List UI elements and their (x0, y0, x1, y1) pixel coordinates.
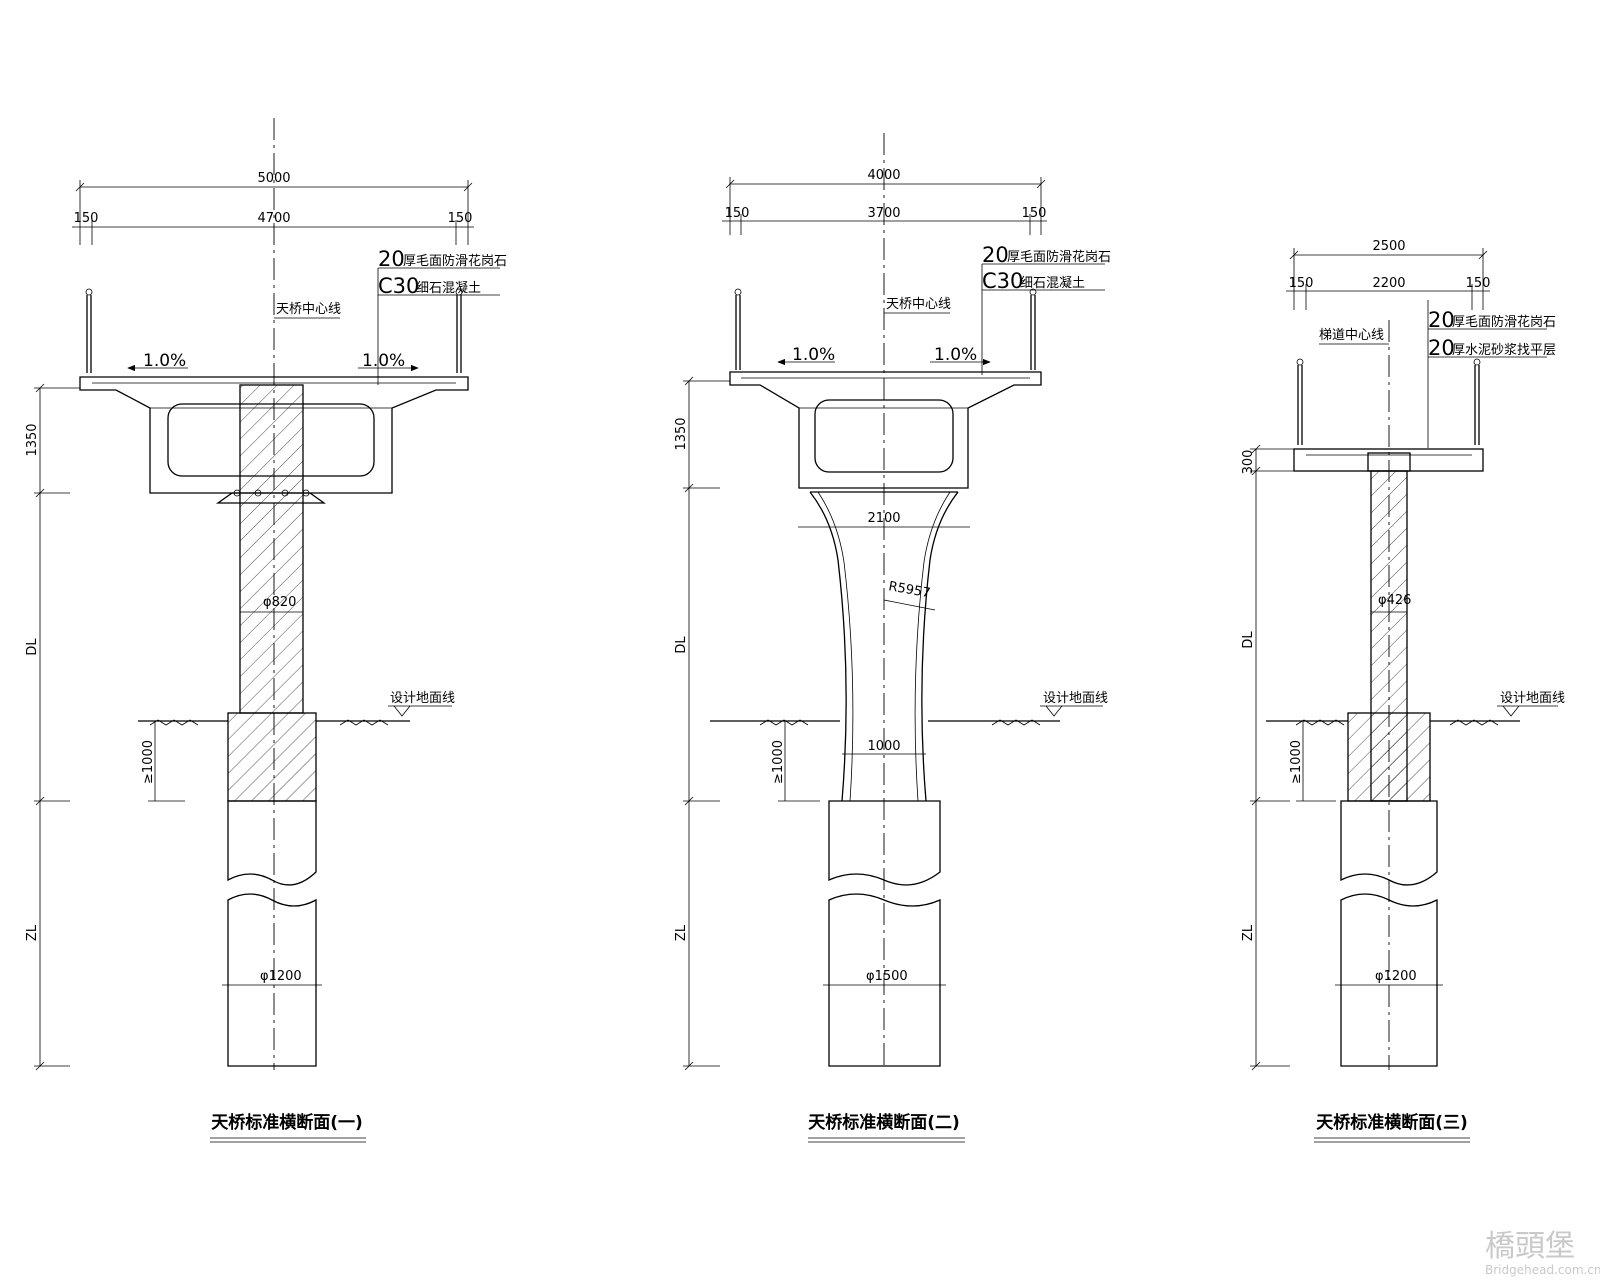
dim-left-1: 150 (74, 211, 99, 226)
ground-line-2: 设计地面线 (710, 691, 1108, 726)
ground-line-1: 设计地面线 (138, 691, 455, 726)
curved-pier-2: 2100 R5957 1000 (798, 491, 970, 802)
pile-1: φ1200 (222, 800, 322, 1067)
embed-block-3 (1347, 712, 1431, 802)
top-dimensions-2: 4000 150 3700 150 (722, 168, 1047, 235)
vertical-dimensions-3: 300 DL ZL ≥1000 (1241, 444, 1336, 1071)
slope-marks-2: 1.0% 1.0% (777, 345, 991, 366)
vdim-pile-1: ZL (25, 924, 40, 941)
dim-total-2: 4000 (867, 168, 900, 183)
note-text-1a: 厚毛面防滑花岗石 (403, 253, 507, 269)
railing-2 (734, 288, 1037, 370)
note-code-1b: C30 (378, 274, 419, 298)
vdim-embed-1: ≥1000 (141, 740, 156, 784)
slope-left-1: 1.0% (143, 351, 186, 371)
pier-dia-3: φ426 (1378, 593, 1411, 608)
vdim-pile-2: ZL (674, 924, 689, 941)
cap-width-2: 2100 (867, 511, 900, 526)
section-1: 5000 150 4700 150 20 厚毛面防滑花岗石 C30 细石混凝土 … (25, 118, 507, 1143)
watermark-cn: 橋頭堡 (1485, 1229, 1575, 1264)
note-code-2a: 20 (982, 243, 1009, 267)
watermark-en: Bridgehead.com.cn (1485, 1263, 1600, 1277)
pile-3: φ1200 (1335, 800, 1443, 1067)
centerline-label-2: 天桥中心线 (886, 297, 951, 312)
slope-right-1: 1.0% (362, 351, 405, 371)
neck-width-2: 1000 (867, 739, 900, 754)
railing-3 (1296, 358, 1481, 445)
dim-total-3: 2500 (1372, 239, 1405, 254)
pile-dia-1: φ1200 (260, 969, 302, 984)
note-text-2a: 厚毛面防滑花岗石 (1007, 249, 1111, 265)
top-dimensions-3: 2500 150 2200 150 (1286, 239, 1490, 310)
slope-left-2: 1.0% (792, 345, 835, 365)
centerline-label-3: 梯道中心线 (1319, 328, 1384, 343)
top-dimensions-1: 5000 150 4700 150 (72, 171, 474, 245)
pile-2: φ1500 (823, 800, 946, 1067)
stair-slab-3 (1293, 448, 1484, 472)
material-notes-1: 20 厚毛面防滑花岗石 C30 细石混凝土 (377, 247, 507, 385)
material-notes-2: 20 厚毛面防滑花岗石 C30 细石混凝土 (981, 243, 1111, 375)
section-3: 2500 150 2200 150 20 厚毛面防滑花岗石 20 厚水泥砂浆找平… (1241, 239, 1565, 1143)
vdim-embed-3: ≥1000 (1289, 740, 1304, 784)
ground-label-2: 设计地面线 (1043, 691, 1108, 706)
dim-left-3: 150 (1289, 276, 1314, 291)
slope-marks-1: 1.0% 1.0% (127, 351, 419, 372)
vdim-beam-2: 1350 (674, 417, 689, 450)
vdim-pier-3: DL (1241, 631, 1256, 649)
vdim-pier-2: DL (674, 636, 689, 654)
section-title-2: 天桥标准横断面(二) (808, 1112, 960, 1133)
slope-right-2: 1.0% (934, 345, 977, 365)
pile-dia-3: φ1200 (1375, 969, 1417, 984)
note-text-1b: 细石混凝土 (416, 280, 481, 296)
note-text-2b: 细石混凝土 (1020, 275, 1085, 291)
vdim-beam-1: 1350 (25, 423, 40, 456)
dim-right-2: 150 (1022, 206, 1047, 221)
vertical-dimensions-2: 1350 DL ZL ≥1000 (674, 376, 820, 1071)
radius-label-2: R5957 (887, 579, 931, 601)
note-code-1a: 20 (378, 247, 405, 271)
note-text-3b: 厚水泥砂浆找平层 (1452, 343, 1556, 358)
note-code-3b: 20 (1428, 336, 1455, 360)
railing-1 (85, 288, 463, 373)
section-title-3: 天桥标准横断面(三) (1316, 1112, 1468, 1133)
dim-middle-3: 2200 (1372, 276, 1405, 291)
section-title-1: 天桥标准横断面(一) (211, 1112, 363, 1133)
vdim-pier-1: DL (25, 638, 40, 656)
dim-right-3: 150 (1466, 276, 1491, 291)
dim-middle-2: 3700 (867, 206, 900, 221)
note-code-3a: 20 (1428, 308, 1455, 332)
vdim-beam-3: 300 (1241, 450, 1256, 475)
pier-column-1 (239, 384, 304, 714)
pier-dia-1: φ820 (263, 595, 296, 610)
dim-right-1: 150 (448, 211, 473, 226)
ground-label-1: 设计地面线 (390, 691, 455, 706)
centerline-label-1: 天桥中心线 (276, 302, 341, 317)
vdim-embed-2: ≥1000 (771, 740, 786, 784)
embed-block-1 (227, 712, 317, 802)
vertical-dimensions-1: 1350 DL ZL ≥1000 (25, 383, 185, 1071)
dim-left-2: 150 (725, 206, 750, 221)
pile-dia-2: φ1500 (866, 969, 908, 984)
box-girder-2 (729, 371, 1042, 489)
watermark: 橋頭堡 Bridgehead.com.cn (1485, 1229, 1600, 1277)
vdim-pile-3: ZL (1241, 924, 1256, 941)
note-text-3a: 厚毛面防滑花岗石 (1452, 314, 1556, 330)
section-2: 4000 150 3700 150 20 厚毛面防滑花岗石 C30 细石混凝土 … (674, 133, 1111, 1143)
note-code-2b: C30 (982, 269, 1023, 293)
bearing-1 (215, 489, 327, 504)
material-notes-3: 20 厚毛面防滑花岗石 20 厚水泥砂浆找平层 (1427, 300, 1556, 448)
ground-label-3: 设计地面线 (1500, 691, 1565, 706)
dim-middle-1: 4700 (257, 211, 290, 226)
dim-total-1: 5000 (257, 171, 290, 186)
ground-line-3: 设计地面线 (1266, 691, 1565, 726)
